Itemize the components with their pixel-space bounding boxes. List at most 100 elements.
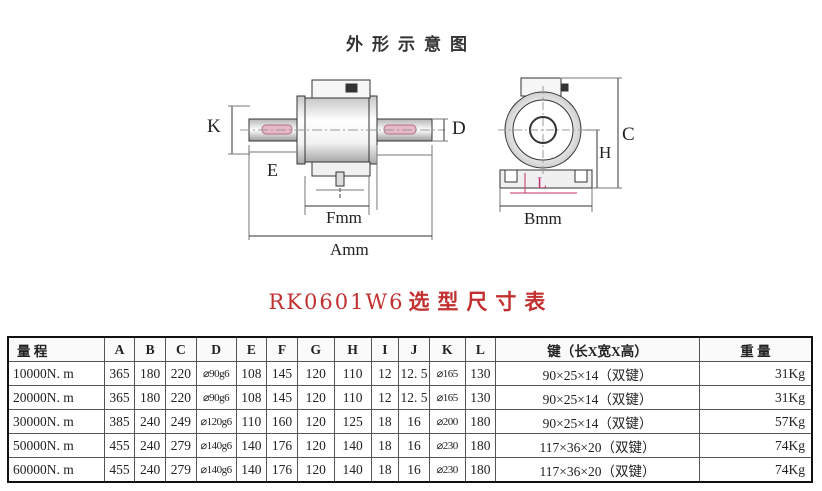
table-cell: 455: [103, 433, 136, 458]
table-cell: 220: [164, 361, 197, 386]
table-cell: ⌀90g6: [195, 385, 237, 410]
table-cell: 279: [164, 457, 197, 483]
table-cell: 279: [164, 433, 197, 458]
table-row: 50000N. m 455 240 279 ⌀140g6 140 176 120…: [7, 433, 813, 458]
table-cell: 16: [398, 409, 430, 434]
table-cell: 145: [266, 361, 298, 386]
table-cell: 12: [370, 361, 400, 386]
table-cell: 120: [296, 457, 335, 483]
table-cell: 180: [464, 457, 497, 483]
table-cell: 140: [333, 433, 372, 458]
table-cell: ⌀200: [428, 409, 466, 434]
spec-model: RK0601W6: [268, 290, 405, 314]
table-cell: 120: [296, 409, 335, 434]
header-cell: 键（长X宽X高）: [495, 336, 700, 362]
table-cell: 176: [266, 457, 298, 483]
spec-table: 量 程 A B C D E F G H I J K L 键（长X宽X高） 重 量…: [7, 336, 813, 483]
table-cell: 12. 5: [398, 361, 430, 386]
table-cell: 120: [296, 385, 335, 410]
dim-label-c: C: [622, 124, 635, 145]
dim-label-l: L: [537, 175, 547, 192]
header-cell: I: [370, 336, 400, 362]
table-cell: 12. 5: [398, 385, 430, 410]
front-view: [228, 79, 448, 240]
table-cell: 18: [370, 457, 400, 483]
table-cell: 145: [266, 385, 298, 410]
spec-title-text: 选型尺寸表: [408, 289, 554, 314]
header-cell: C: [164, 336, 197, 362]
table-cell: 50000N. m: [7, 433, 105, 458]
table-cell: 180: [464, 433, 497, 458]
table-cell: 365: [103, 385, 136, 410]
table-cell: 16: [398, 433, 430, 458]
table-cell: 176: [266, 433, 298, 458]
table-cell: ⌀230: [428, 433, 466, 458]
table-cell: 140: [235, 457, 268, 483]
table-cell: 117×36×20（双键）: [495, 457, 700, 483]
table-cell: 130: [464, 361, 497, 386]
table-cell: 110: [333, 361, 372, 386]
dim-label-a: Amm: [330, 240, 369, 259]
table-header-row: 量 程 A B C D E F G H I J K L 键（长X宽X高） 重 量: [7, 336, 813, 362]
table-cell: ⌀230: [428, 457, 466, 483]
table-cell: 74Kg: [698, 457, 813, 483]
table-row: 20000N. m 365 180 220 ⌀90g6 108 145 120 …: [7, 385, 813, 410]
table-cell: 30000N. m: [7, 409, 105, 434]
table-row: 30000N. m 385 240 249 ⌀120g6 110 160 120…: [7, 409, 813, 434]
table-cell: 18: [370, 433, 400, 458]
table-cell: 365: [103, 361, 136, 386]
table-cell: 110: [235, 409, 268, 434]
dim-label-h: H: [599, 143, 612, 162]
table-cell: 57Kg: [698, 409, 813, 434]
header-cell: D: [195, 336, 237, 362]
table-cell: 31Kg: [698, 361, 813, 386]
table-cell: ⌀120g6: [195, 409, 237, 434]
table-cell: 90×25×14（双键）: [495, 385, 700, 410]
table-cell: 60000N. m: [7, 457, 105, 483]
header-cell: K: [428, 336, 466, 362]
outline-drawing: [228, 77, 622, 240]
table-row: 10000N. m 365 180 220 ⌀90g6 108 145 120 …: [7, 361, 813, 386]
table-cell: 455: [103, 457, 136, 483]
side-view: [498, 77, 622, 212]
header-cell: L: [464, 336, 497, 362]
table-cell: 385: [103, 409, 136, 434]
table-cell: 160: [266, 409, 298, 434]
table-cell: 10000N. m: [7, 361, 105, 386]
dim-label-k: K: [207, 116, 221, 137]
table-cell: 140: [333, 457, 372, 483]
table-cell: 180: [134, 361, 166, 386]
header-cell: E: [235, 336, 268, 362]
header-cell: B: [134, 336, 166, 362]
table-cell: 125: [333, 409, 372, 434]
table-cell: ⌀90g6: [195, 361, 237, 386]
table-cell: 110: [333, 385, 372, 410]
header-cell: 重 量: [698, 336, 813, 362]
table-cell: 180: [464, 409, 497, 434]
table-cell: 74Kg: [698, 433, 813, 458]
table-cell: 240: [134, 457, 166, 483]
table-cell: 31Kg: [698, 385, 813, 410]
header-cell: A: [103, 336, 136, 362]
diagram-title: 外形示意图: [346, 35, 476, 55]
table-cell: ⌀165: [428, 361, 466, 386]
table-cell: 90×25×14（双键）: [495, 409, 700, 434]
dim-label-e: E: [267, 160, 278, 180]
connector-box: [311, 79, 371, 99]
table-cell: 18: [370, 409, 400, 434]
table-cell: ⌀140g6: [195, 433, 237, 458]
table-cell: 140: [235, 433, 268, 458]
table-cell: 117×36×20（双键）: [495, 433, 700, 458]
table-cell: 220: [164, 385, 197, 410]
header-cell: J: [398, 336, 430, 362]
header-cell: H: [333, 336, 372, 362]
table-cell: 180: [134, 385, 166, 410]
dim-label-b: Bmm: [524, 209, 562, 228]
table-cell: 249: [164, 409, 197, 434]
table-cell: 130: [464, 385, 497, 410]
header-cell: G: [296, 336, 335, 362]
table-cell: ⌀165: [428, 385, 466, 410]
table-cell: 120: [296, 361, 335, 386]
dim-label-f: Fmm: [326, 208, 362, 227]
